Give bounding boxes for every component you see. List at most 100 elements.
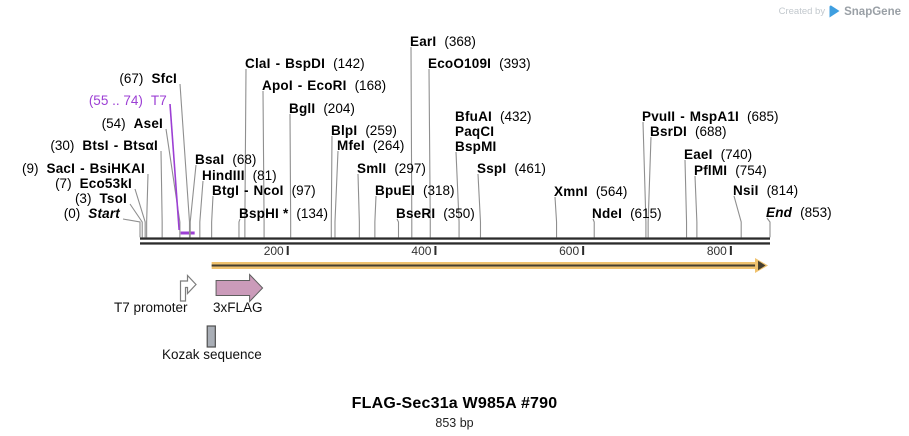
site-connector-line [374, 195, 377, 238]
restriction-site-label: ApoI-EcoRI(168) [262, 78, 386, 93]
enzyme-name: EarI [410, 34, 437, 49]
restriction-site-label: (9) SacI-BsiHKAI [22, 161, 145, 176]
site-position: (740) [720, 147, 753, 162]
site-connector-line [554, 196, 558, 238]
site-position: (615) [630, 206, 662, 221]
orf-arrowhead [758, 260, 766, 271]
restriction-site-label: EarI(368) [410, 34, 476, 49]
site-position: (9) [22, 161, 39, 176]
site-position: (393) [499, 56, 531, 71]
ruler-tick-label: 200 [263, 244, 284, 258]
restriction-site-label: (3)TsoI [74, 191, 127, 206]
restriction-site-label: BspHI *(134) [239, 206, 328, 221]
restriction-site-label: EaeI (740) [684, 147, 753, 162]
3xflag-label: 3xFLAG [213, 300, 263, 315]
enzyme-name: PflMI [694, 163, 728, 178]
kozak-box [206, 325, 216, 348]
site-position: (67) [119, 71, 144, 86]
restriction-site-label: NsiI(814) [733, 183, 799, 198]
enzyme-name: BspHI * [239, 206, 289, 221]
site-position: (0) [63, 206, 81, 221]
restriction-site-label: BsrDI(688) [650, 125, 727, 139]
restriction-site-label: BlpI(259) [331, 123, 397, 138]
restriction-site-label: (0)Start [63, 206, 120, 221]
site-connector-line [244, 68, 247, 238]
site-connector-line [477, 173, 482, 238]
enzyme-name: SmlI [357, 161, 387, 176]
site-position: (142) [333, 56, 365, 71]
site-connector-line [410, 46, 413, 238]
enzyme-name: End [766, 205, 793, 220]
ruler-tick-label: 800 [706, 244, 727, 258]
site-position: (204) [323, 101, 355, 116]
restriction-site-label: XmnI (564) [554, 184, 628, 199]
site-position: (3) [74, 191, 92, 206]
site-position: (814) [766, 183, 799, 198]
site-connector-line [592, 218, 595, 238]
restriction-site-label: (67) SfcI [119, 71, 177, 86]
site-connector-line [455, 151, 460, 238]
enzyme-name: AseI [133, 116, 163, 131]
enzyme-name: MspA1I [689, 109, 739, 124]
separator: - [244, 183, 249, 198]
t7-region-bar [180, 231, 195, 235]
site-position: (68) [232, 152, 257, 167]
enzyme-name: SfcI [151, 71, 177, 86]
separator: - [297, 78, 303, 93]
site-connector-line [262, 90, 265, 238]
ruler-tick [434, 246, 437, 255]
enzyme-name: PaqCI [455, 124, 495, 139]
enzyme-name: BpuEI [375, 183, 415, 198]
enzyme-name: BspMI [455, 139, 497, 154]
enzyme-name: SacI [46, 161, 76, 176]
site-connector-line [396, 218, 400, 238]
enzyme-name: ApoI [262, 78, 293, 93]
enzyme-name: BspDI [285, 56, 326, 71]
restriction-site-label: PflMI (754) [694, 163, 767, 178]
enzyme-name: SspI [477, 161, 507, 176]
restriction-site-label: (55 .. 74)T7 [89, 94, 167, 108]
site-connector-line [211, 195, 214, 238]
enzyme-name: BsiHKAI [89, 161, 145, 176]
restriction-site-label: BseRI(350) [396, 207, 475, 221]
separator: - [80, 161, 85, 176]
site-position: (318) [423, 183, 455, 198]
site-connector-line [165, 128, 181, 238]
site-position: (297) [394, 161, 426, 176]
site-connector-line [357, 173, 360, 238]
ruler-tick [582, 246, 585, 255]
enzyme-name: XmnI [554, 184, 588, 199]
ruler-tick-label: 600 [559, 244, 580, 258]
enzyme-name: BtsαI [123, 138, 158, 153]
restriction-site-label: PvuII-MspA1I(685) [642, 109, 779, 124]
enzyme-name: ClaI [245, 56, 271, 71]
restriction-site-label: (7)Eco53kI [55, 176, 132, 191]
site-position: (461) [514, 161, 546, 176]
flag-arrow [215, 273, 264, 303]
ruler-tick-label: 400 [411, 244, 432, 258]
watermark-created-by: Created by [778, 6, 826, 17]
enzyme-name: BglI [289, 101, 316, 116]
restriction-site-label: (54)AseI [102, 116, 163, 131]
site-connector-line [199, 180, 204, 238]
restriction-site-label: SmlI (297) [357, 161, 426, 176]
site-position: (564) [595, 184, 628, 199]
site-position: (685) [746, 109, 779, 124]
enzyme-name: BfuAI [455, 109, 492, 124]
site-position: (7) [55, 176, 72, 191]
site-connector-line [684, 159, 688, 238]
enzyme-name: HindIII [202, 168, 245, 183]
site-position: (259) [365, 123, 397, 138]
site-connector-line [330, 135, 333, 238]
map-footer: FLAG-Sec31a W985A #790 853 bp [0, 395, 909, 430]
site-connector-line [428, 68, 431, 238]
site-position: (754) [735, 163, 767, 178]
t7-promoter-label: T7 promoter [114, 300, 188, 315]
enzyme-name: EaeI [684, 147, 713, 162]
enzyme-name: BsaI [195, 152, 225, 167]
site-connector-line [289, 113, 292, 238]
sequence-line-top [140, 237, 770, 240]
enzyme-name: BtsI [82, 138, 109, 153]
